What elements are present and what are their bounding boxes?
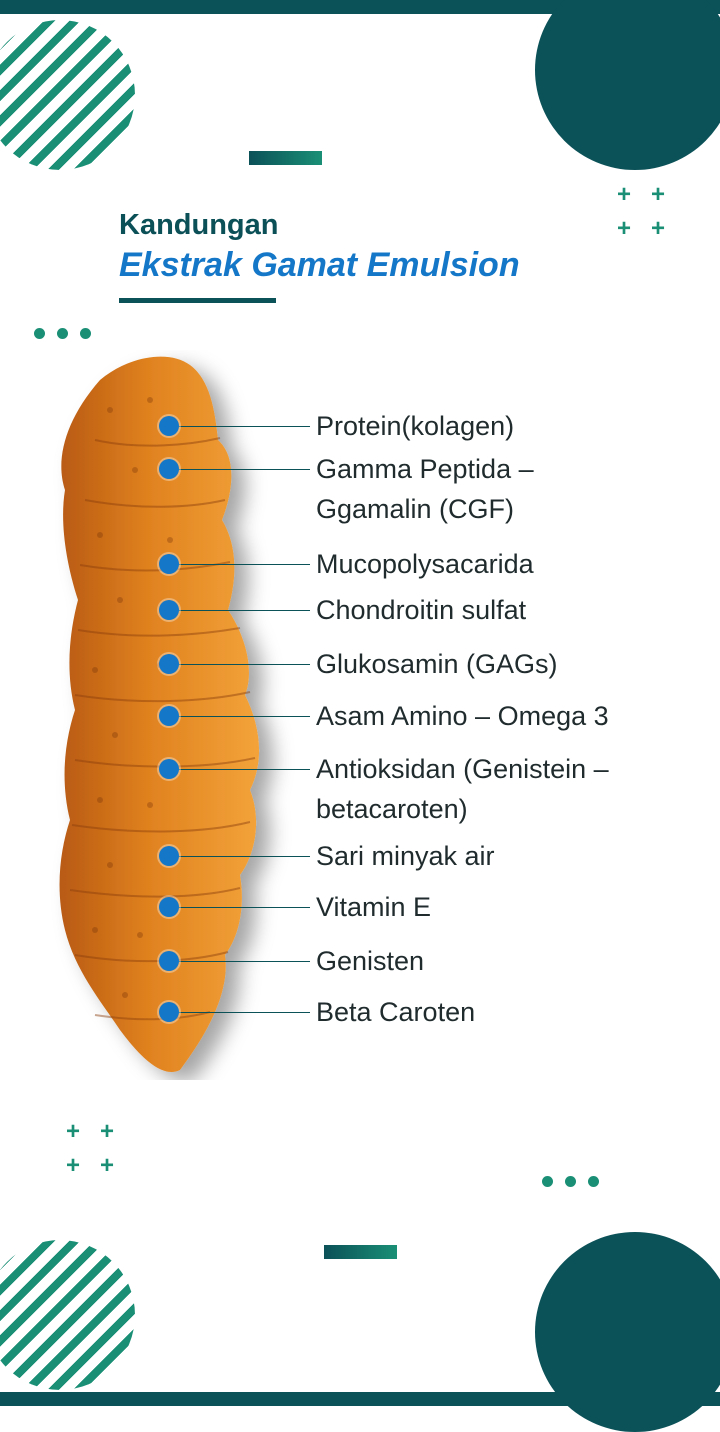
marker-dot-icon [159, 897, 179, 917]
connector-line [172, 664, 310, 665]
ingredient-label: Sari minyak air [316, 841, 495, 871]
plus-icons-top-right: + + + + [617, 181, 685, 242]
plus-icons-bottom-left: + + + + [66, 1118, 134, 1179]
connector-line [172, 769, 310, 770]
ingredient-label: Glukosamin (GAGs) [316, 649, 558, 679]
dot-icon [588, 1176, 599, 1187]
bottom-border-bar [0, 1392, 720, 1406]
striped-circle-decoration-bottom-left [0, 1240, 135, 1390]
plus-icon: + [651, 181, 666, 208]
ingredient-label: Chondroitin sulfat [316, 595, 527, 625]
connector-line [172, 856, 310, 857]
marker-dot-icon [159, 459, 179, 479]
circle-decoration-bottom-right [535, 1232, 720, 1432]
plus-icon: + [100, 1118, 115, 1145]
marker-dot-icon [159, 951, 179, 971]
plus-icon: + [66, 1118, 81, 1145]
dot-icon [565, 1176, 576, 1187]
marker-dot-icon [159, 416, 179, 436]
marker-dot-icon [159, 759, 179, 779]
ingredient-label: Beta Caroten [316, 997, 476, 1027]
plus-icon: + [100, 1152, 115, 1179]
marker-dot-icon [159, 554, 179, 574]
ingredient-label: Protein(kolagen) [316, 411, 515, 441]
ingredient-label: Gamma Peptida – Ggamalin (CGF) [316, 454, 534, 524]
dot-icon [57, 328, 68, 339]
marker-dot-icon [159, 600, 179, 620]
ingredient-label: Vitamin E [316, 892, 432, 922]
circle-decoration-top-right [535, 0, 720, 170]
plus-icon: + [617, 181, 632, 208]
connector-line [172, 564, 310, 565]
striped-circle-decoration-top-left [0, 20, 135, 170]
marker-dot-icon [159, 706, 179, 726]
plus-icon: + [66, 1152, 81, 1179]
connector-line [172, 426, 310, 427]
accent-bar-bottom [324, 1245, 397, 1259]
connector-line [172, 961, 310, 962]
ingredient-label: Genisten [316, 946, 425, 976]
marker-dot-icon [159, 846, 179, 866]
dot-icon [80, 328, 91, 339]
page-title: Ekstrak Gamat Emulsion [119, 246, 520, 284]
dots-decoration-bottom-right [542, 1176, 599, 1187]
connector-line [172, 610, 310, 611]
title-underline [119, 298, 276, 303]
ingredient-label: Asam Amino – Omega 3 [316, 701, 609, 731]
connector-line [172, 469, 310, 470]
marker-dot-icon [159, 1002, 179, 1022]
marker-dot-icon [159, 654, 179, 674]
plus-icon: + [651, 215, 666, 242]
plus-icon: + [617, 215, 632, 242]
heading-kandungan: Kandungan [119, 209, 279, 241]
dot-icon [542, 1176, 553, 1187]
connector-line [172, 1012, 310, 1013]
top-border-bar [0, 0, 720, 14]
connector-line [172, 907, 310, 908]
connector-line [172, 716, 310, 717]
ingredient-label: Mucopolysacarida [316, 549, 534, 579]
dot-icon [34, 328, 45, 339]
ingredient-label: Antioksidan (Genistein – betacaroten) [316, 754, 609, 824]
dots-decoration-top-left [34, 328, 91, 339]
accent-bar-top [249, 151, 322, 165]
